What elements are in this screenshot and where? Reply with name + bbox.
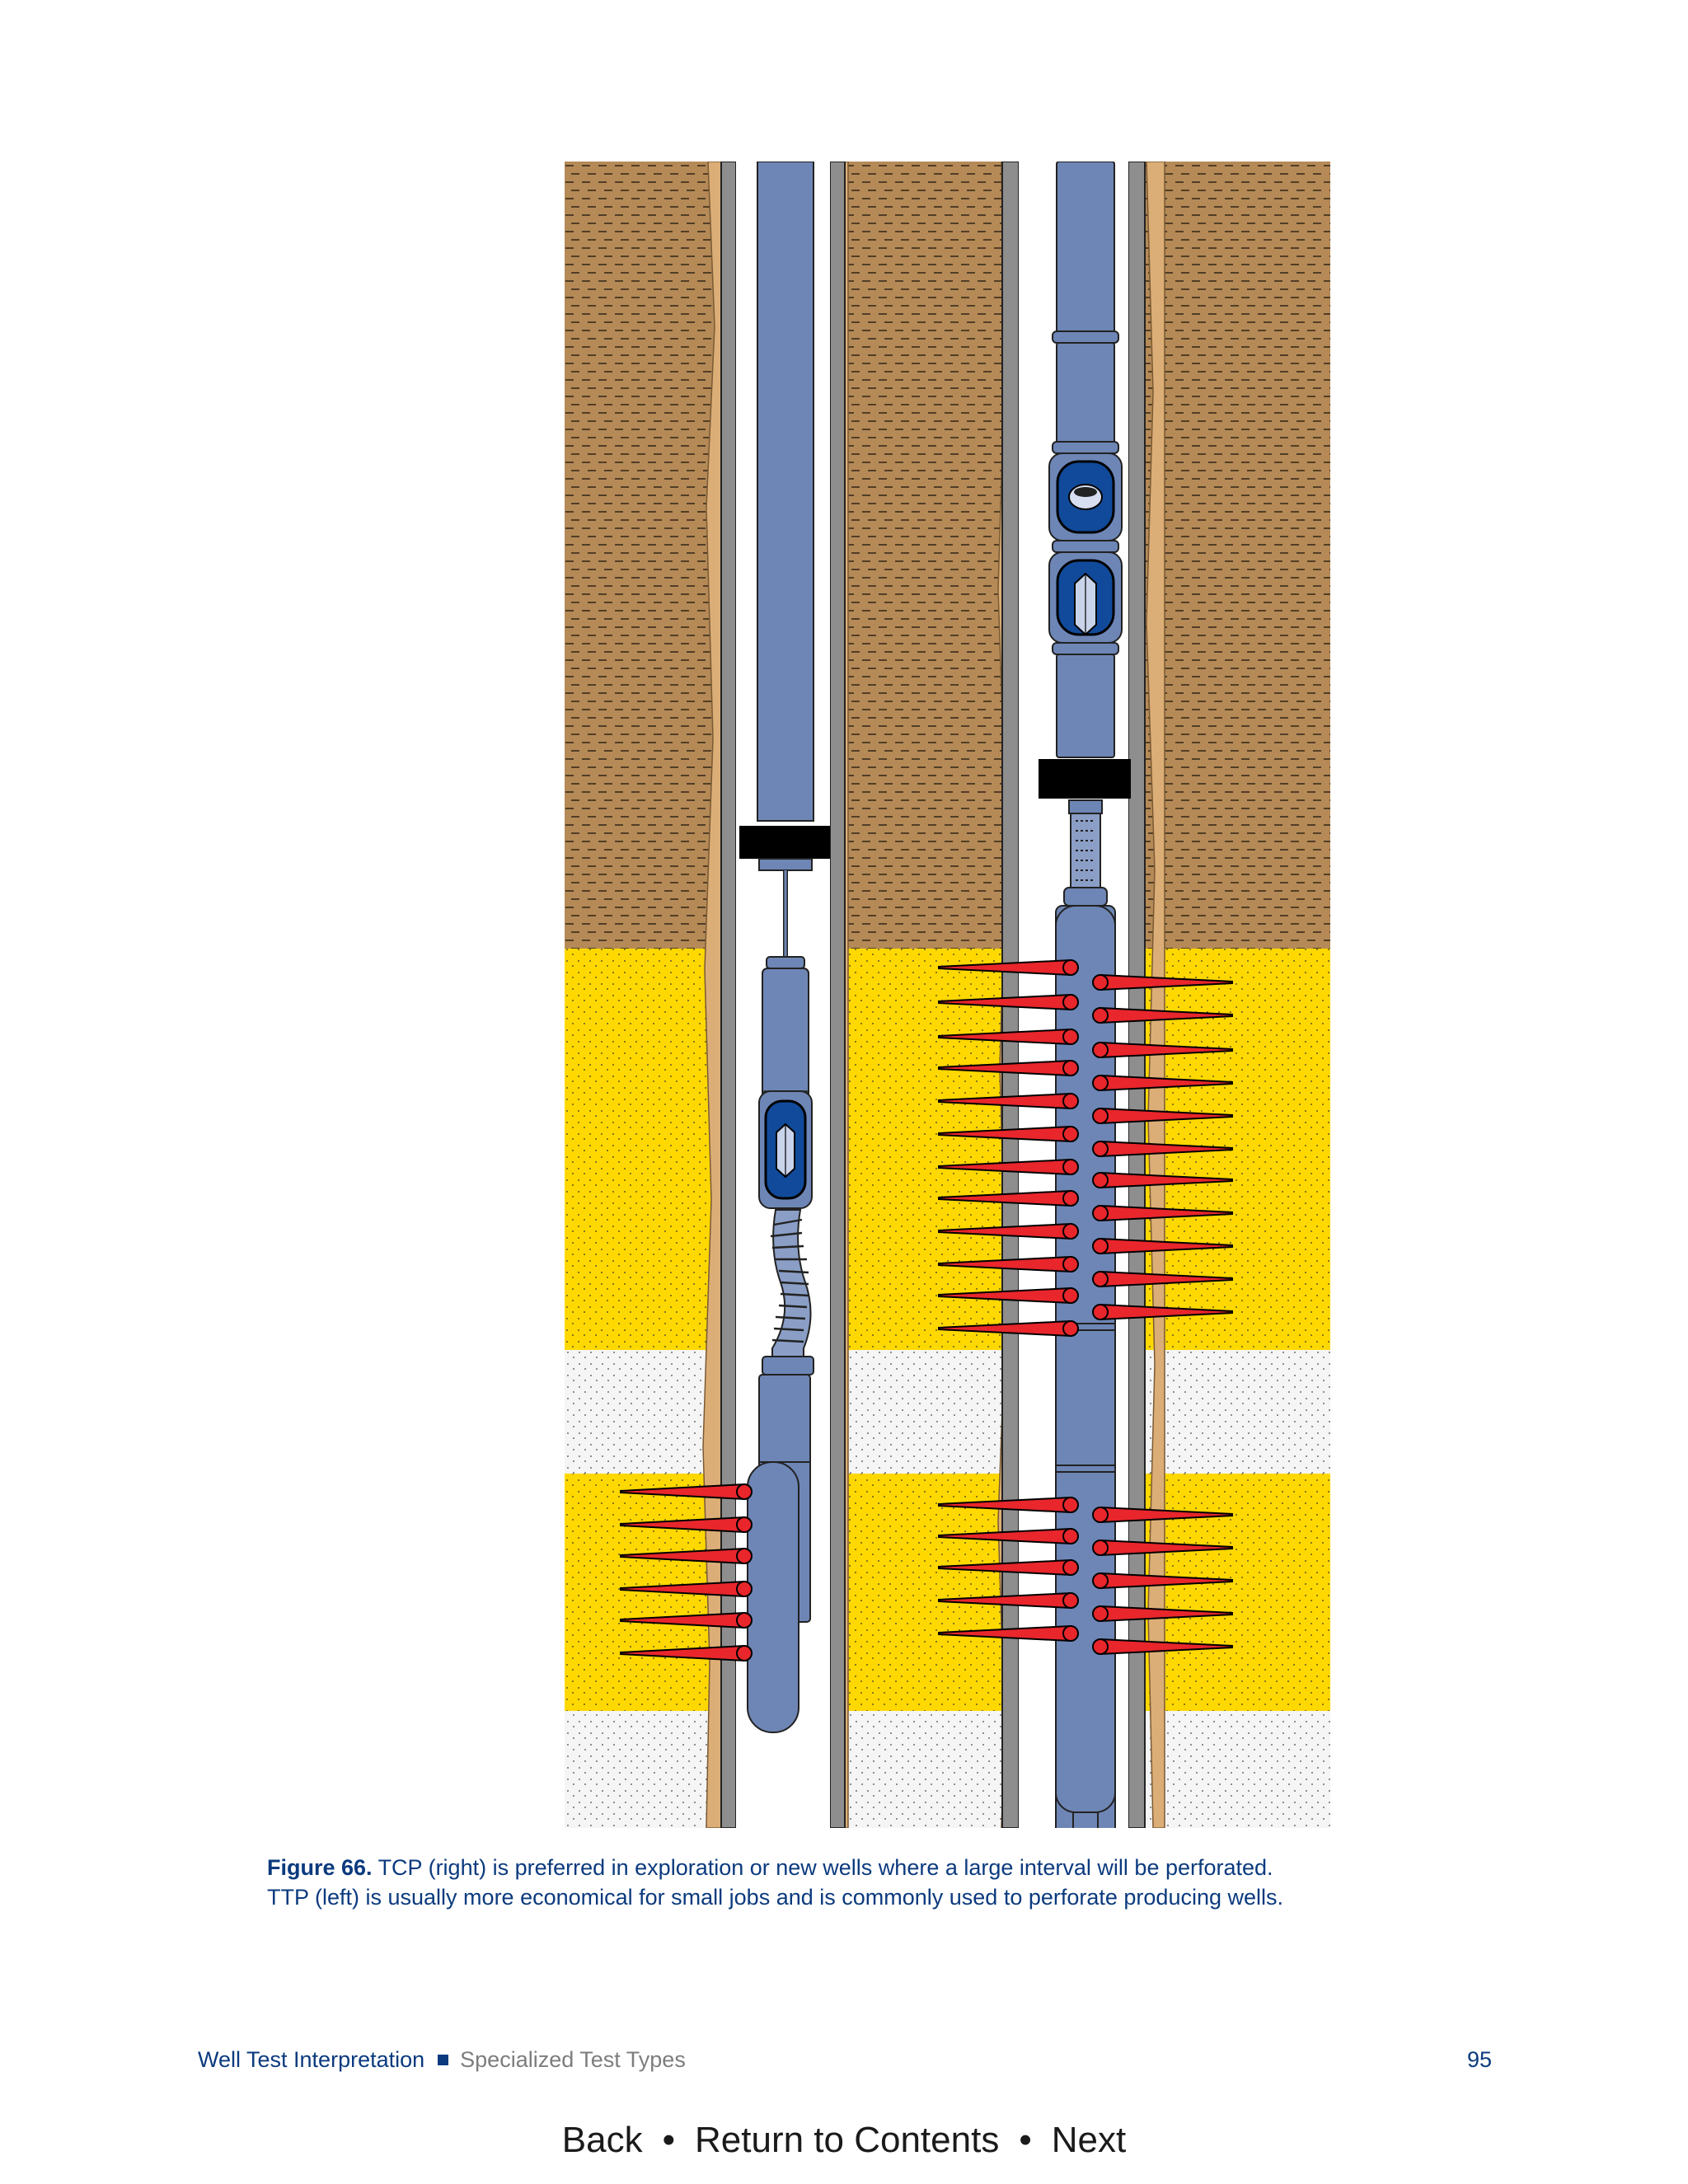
charge-base [1062,1497,1079,1513]
return-to-contents-link[interactable]: Return to Contents [695,2120,1000,2160]
caption-line-1: Figure 66. TCP (right) is preferred in e… [267,1853,1437,1882]
navigation-bar: Back • Return to Contents • Next [0,2120,1688,2161]
charge-base [1092,1141,1109,1157]
perforation-charges [620,958,1233,1662]
footer-separator-square [438,2054,449,2065]
charge-base [1062,1029,1079,1045]
left-cable-head [766,956,805,969]
charge-base [1092,1238,1109,1254]
charge-base [736,1516,753,1533]
charge-base [736,1612,753,1629]
charge-base [1092,1271,1109,1287]
charge-base [1092,1540,1109,1556]
charge-base [1062,1126,1079,1142]
charge-base [736,1548,753,1564]
charge-base [1092,1605,1109,1622]
figure-caption: Figure 66. TCP (right) is preferred in e… [267,1853,1437,1912]
charge-base [1062,959,1079,976]
page-number: 95 [1466,2047,1492,2072]
charge-base [1062,1287,1079,1304]
charge-base [1062,1592,1079,1609]
nav-separator: • [1019,2120,1032,2160]
document-title: Well Test Interpretation [198,2047,425,2072]
left-casing-wall [720,162,737,1828]
formation-layers [565,162,1330,1828]
figure-label: Figure 66. [267,1855,373,1880]
left-tubing [757,162,814,822]
charge-base [1062,1190,1079,1207]
charge-base [1092,1507,1109,1523]
charge-base [1062,1223,1079,1240]
charge-base [1092,1205,1109,1221]
charge-base [1092,1007,1109,1024]
charge-base [1062,1159,1079,1175]
tight-zone-upper [565,1350,1330,1474]
left-adapter-sub [762,1356,814,1376]
right-casing-wall [1001,162,1020,1828]
charge-base [1062,1559,1079,1576]
right-tubing [1056,162,1115,335]
left-tubing-tail [758,858,813,871]
charge-base [1062,1320,1079,1337]
charge-base [1062,1256,1079,1272]
charge-base [1062,1060,1079,1076]
back-link[interactable]: Back [561,2120,643,2160]
running-footer: Well Test Interpretation Specialized Test… [198,2047,686,2073]
charge-base [1062,1528,1079,1544]
charge-base [1092,1172,1109,1188]
caption-text-1: TCP (right) is preferred in exploration … [377,1855,1273,1880]
tight-zone-lower [565,1711,1330,1828]
left-casing-wall-right [829,162,846,1828]
charge-base [736,1483,753,1500]
shale-layer [565,162,1330,949]
charge-base [1092,1638,1109,1655]
next-link[interactable]: Next [1051,2120,1127,2160]
well-perforation-figure [565,162,1330,1828]
charge-base [1092,974,1109,991]
caption-line-2: TTP (left) is usually more economical fo… [267,1885,1284,1910]
nav-separator: • [662,2120,675,2160]
charge-base [1062,994,1079,1010]
left-gun-body [747,1461,799,1733]
right-packer [1039,759,1131,799]
left-wellbore [702,162,849,1828]
charge-base [736,1645,753,1661]
charge-base [1062,1093,1079,1109]
charge-base [1092,1042,1109,1058]
charge-base [1092,1108,1109,1124]
charge-base [1062,1625,1079,1642]
charge-base [1092,1075,1109,1091]
charge-base [1092,1304,1109,1320]
charge-base [1092,1572,1109,1589]
right-bull-plug [1072,1811,1099,1828]
left-packer [739,826,830,859]
charge-base [736,1581,753,1597]
section-title: Specialized Test Types [460,2047,686,2072]
right-cement-sheath-right [1146,162,1165,1828]
